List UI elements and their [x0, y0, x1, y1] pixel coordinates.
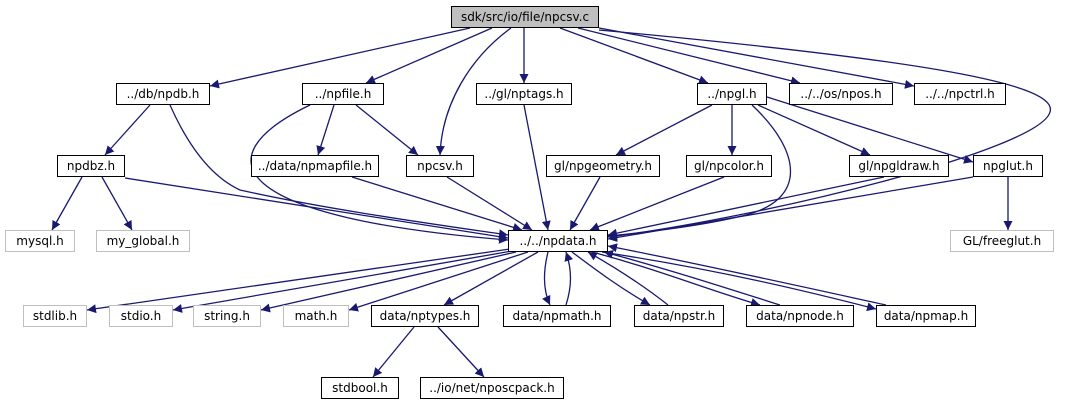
edge-npgl-to-npgldraw: [757, 104, 871, 156]
edge-npdata-to-npmap: [601, 251, 877, 312]
node-db-npdb-h[interactable]: ../db/npdb.h: [116, 83, 210, 105]
node-npdata-h[interactable]: ../../npdata.h: [508, 230, 608, 252]
node-npctrl-h[interactable]: ../../npctrl.h: [914, 83, 1006, 105]
edge-npcolor-to-npdata: [589, 176, 725, 231]
node-npdbz-h[interactable]: npdbz.h: [57, 155, 125, 177]
edge-npdbz-to-my-global: [101, 176, 133, 231]
edge-npdata-to-npstr: [571, 251, 651, 306]
edge-npmap-to-npdata: [607, 243, 887, 306]
edge-npdata-to-npnode: [591, 251, 761, 307]
node-root-npcsv-c: sdk/src/io/file/npcsv.c: [451, 6, 599, 28]
edge-npdbz-to-npdata: [124, 177, 509, 242]
node-mysql-h: mysql.h: [5, 230, 75, 252]
edge-npfile-to-npmapfile: [316, 104, 335, 156]
node-data-npstr-h[interactable]: data/npstr.h: [634, 305, 724, 327]
edge-npfile-to-npdata: [250, 104, 509, 244]
edge-root-to-npdb: [209, 27, 471, 89]
edge-npdata-to-stdio: [172, 250, 513, 313]
node-data-npmap-h[interactable]: data/npmap.h: [876, 305, 976, 327]
node-npfile-h[interactable]: ../npfile.h: [302, 83, 384, 105]
edge-root-to-npfile: [365, 27, 493, 84]
edge-npdb-to-npdata: [169, 104, 509, 239]
node-npcsv-h[interactable]: npcsv.h: [406, 155, 474, 177]
edge-npcsv-h-to-npdata: [446, 176, 533, 231]
edge-npnode-to-npdata: [603, 249, 781, 306]
edge-npdata-to-string: [260, 251, 517, 313]
node-stdlib-h: stdlib.h: [23, 305, 87, 327]
edge-nptypes-to-stdbool: [372, 326, 415, 378]
node-data-npmapfile-h[interactable]: ../data/npmapfile.h: [251, 155, 379, 177]
edge-npgl-to-npgeometry: [615, 104, 713, 156]
edge-npdbz-to-mysql: [51, 176, 83, 231]
node-string-h: string.h: [193, 305, 261, 327]
edge-npfile-to-npcsv-h: [355, 104, 419, 156]
edge-npgldraw-to-npdata: [607, 176, 885, 238]
node-gl-npcolor-h[interactable]: gl/npcolor.h: [686, 155, 772, 177]
edge-npmapfile-to-npdata: [351, 176, 523, 232]
edge-npdb-to-npdbz: [104, 104, 151, 156]
edge-root-to-npgl: [559, 27, 709, 85]
edge-nptags-to-npdata: [523, 104, 551, 231]
edge-nptypes-to-nposcpack: [437, 326, 485, 378]
edge-npgeometry-to-npdata: [569, 176, 601, 231]
edge-root-to-npos: [577, 27, 801, 86]
edge-npdata-to-nptypes: [443, 251, 539, 306]
edge-root-to-npcsv-h: [435, 27, 512, 156]
node-npglut-h[interactable]: npglut.h: [973, 155, 1043, 177]
edge-npdata-to-math: [348, 251, 529, 312]
edge-npglut-to-npdata: [607, 176, 974, 242]
node-math-h: math.h: [283, 305, 349, 327]
node-os-npos-h[interactable]: ../../os/npos.h: [789, 83, 893, 105]
edge-npdata-to-stdlib: [86, 248, 511, 314]
node-data-npnode-h[interactable]: data/npnode.h: [746, 305, 854, 327]
node-data-npmath-h[interactable]: data/npmath.h: [503, 305, 611, 327]
edge-npstr-to-npdata: [587, 251, 669, 306]
edge-npgl-to-npglut: [766, 96, 974, 164]
edge-root-to-freeglut: [598, 29, 1051, 241]
node-data-nptypes-h[interactable]: data/nptypes.h: [371, 305, 479, 327]
node-gl-freeglut-h: GL/freeglut.h: [950, 230, 1054, 252]
edge-npdata-to-npmath: [542, 251, 551, 306]
node-gl-npgldraw-h[interactable]: gl/npgldraw.h: [849, 155, 949, 177]
node-stdbool-h[interactable]: stdbool.h: [321, 377, 399, 399]
node-gl-npgeometry-h[interactable]: gl/npgeometry.h: [546, 155, 660, 177]
node-io-net-nposcpack-h[interactable]: ../io/net/nposcpack.h: [420, 377, 564, 399]
node-npgl-h[interactable]: ../npgl.h: [697, 83, 767, 105]
node-stdio-h: stdio.h: [109, 305, 173, 327]
edge-root-to-npctrl: [598, 27, 915, 89]
node-gl-nptags-h[interactable]: ../gl/nptags.h: [476, 83, 572, 105]
edge-npmath-to-npdata: [564, 251, 574, 306]
node-my-global-h: my_global.h: [96, 230, 190, 252]
